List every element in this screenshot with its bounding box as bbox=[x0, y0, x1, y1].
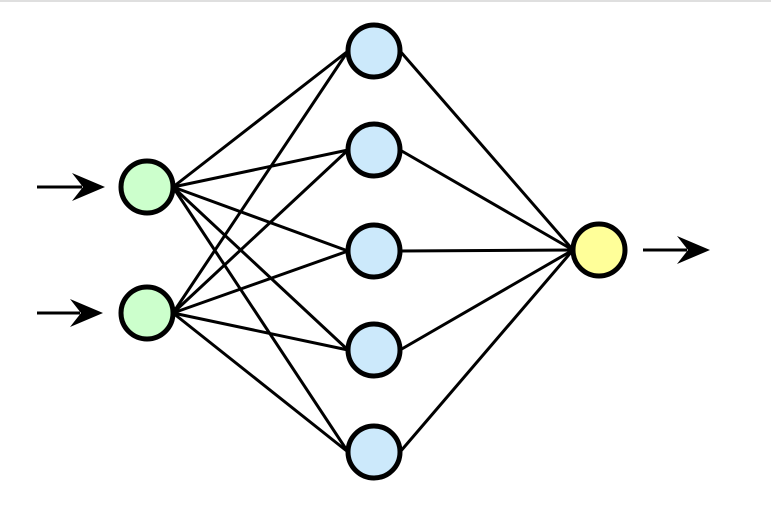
hidden-node-4 bbox=[345, 321, 403, 379]
input-node-2 bbox=[118, 284, 176, 342]
input-arrow-1-head bbox=[72, 173, 105, 201]
edge-input-node-2-to-hidden-node-5 bbox=[172, 311, 349, 454]
edge-input-node-1-to-hidden-node-4 bbox=[171, 185, 350, 352]
edge-hidden-node-1-to-output-node-1 bbox=[398, 50, 575, 251]
top-border-divider bbox=[0, 0, 771, 2]
edge-input-node-1-to-hidden-node-2 bbox=[172, 148, 349, 189]
output-arrow-head bbox=[677, 236, 710, 264]
edge-hidden-node-3-to-output-node-1 bbox=[399, 248, 574, 253]
edge-input-node-1-to-hidden-node-5 bbox=[171, 186, 350, 453]
hidden-node-3 bbox=[345, 222, 403, 280]
hidden-node-2 bbox=[345, 121, 403, 179]
hidden-node-5 bbox=[345, 423, 403, 481]
edge-hidden-node-2-to-output-node-1 bbox=[399, 148, 574, 252]
output-node-1 bbox=[570, 221, 628, 279]
edge-input-node-2-to-hidden-node-2 bbox=[171, 148, 350, 315]
edge-input-node-2-to-hidden-node-3 bbox=[172, 249, 349, 315]
edge-input-node-1-to-hidden-node-1 bbox=[172, 49, 349, 189]
edge-hidden-node-5-to-output-node-1 bbox=[398, 249, 575, 453]
hidden-node-1 bbox=[345, 22, 403, 80]
input-node-1 bbox=[118, 158, 176, 216]
edge-input-node-2-to-hidden-node-4 bbox=[172, 311, 349, 352]
input-arrow-2-head bbox=[70, 299, 103, 327]
edge-input-node-2-to-hidden-node-1 bbox=[171, 50, 350, 314]
edge-input-node-1-to-hidden-node-3 bbox=[172, 185, 349, 253]
edge-hidden-node-4-to-output-node-1 bbox=[399, 248, 574, 352]
